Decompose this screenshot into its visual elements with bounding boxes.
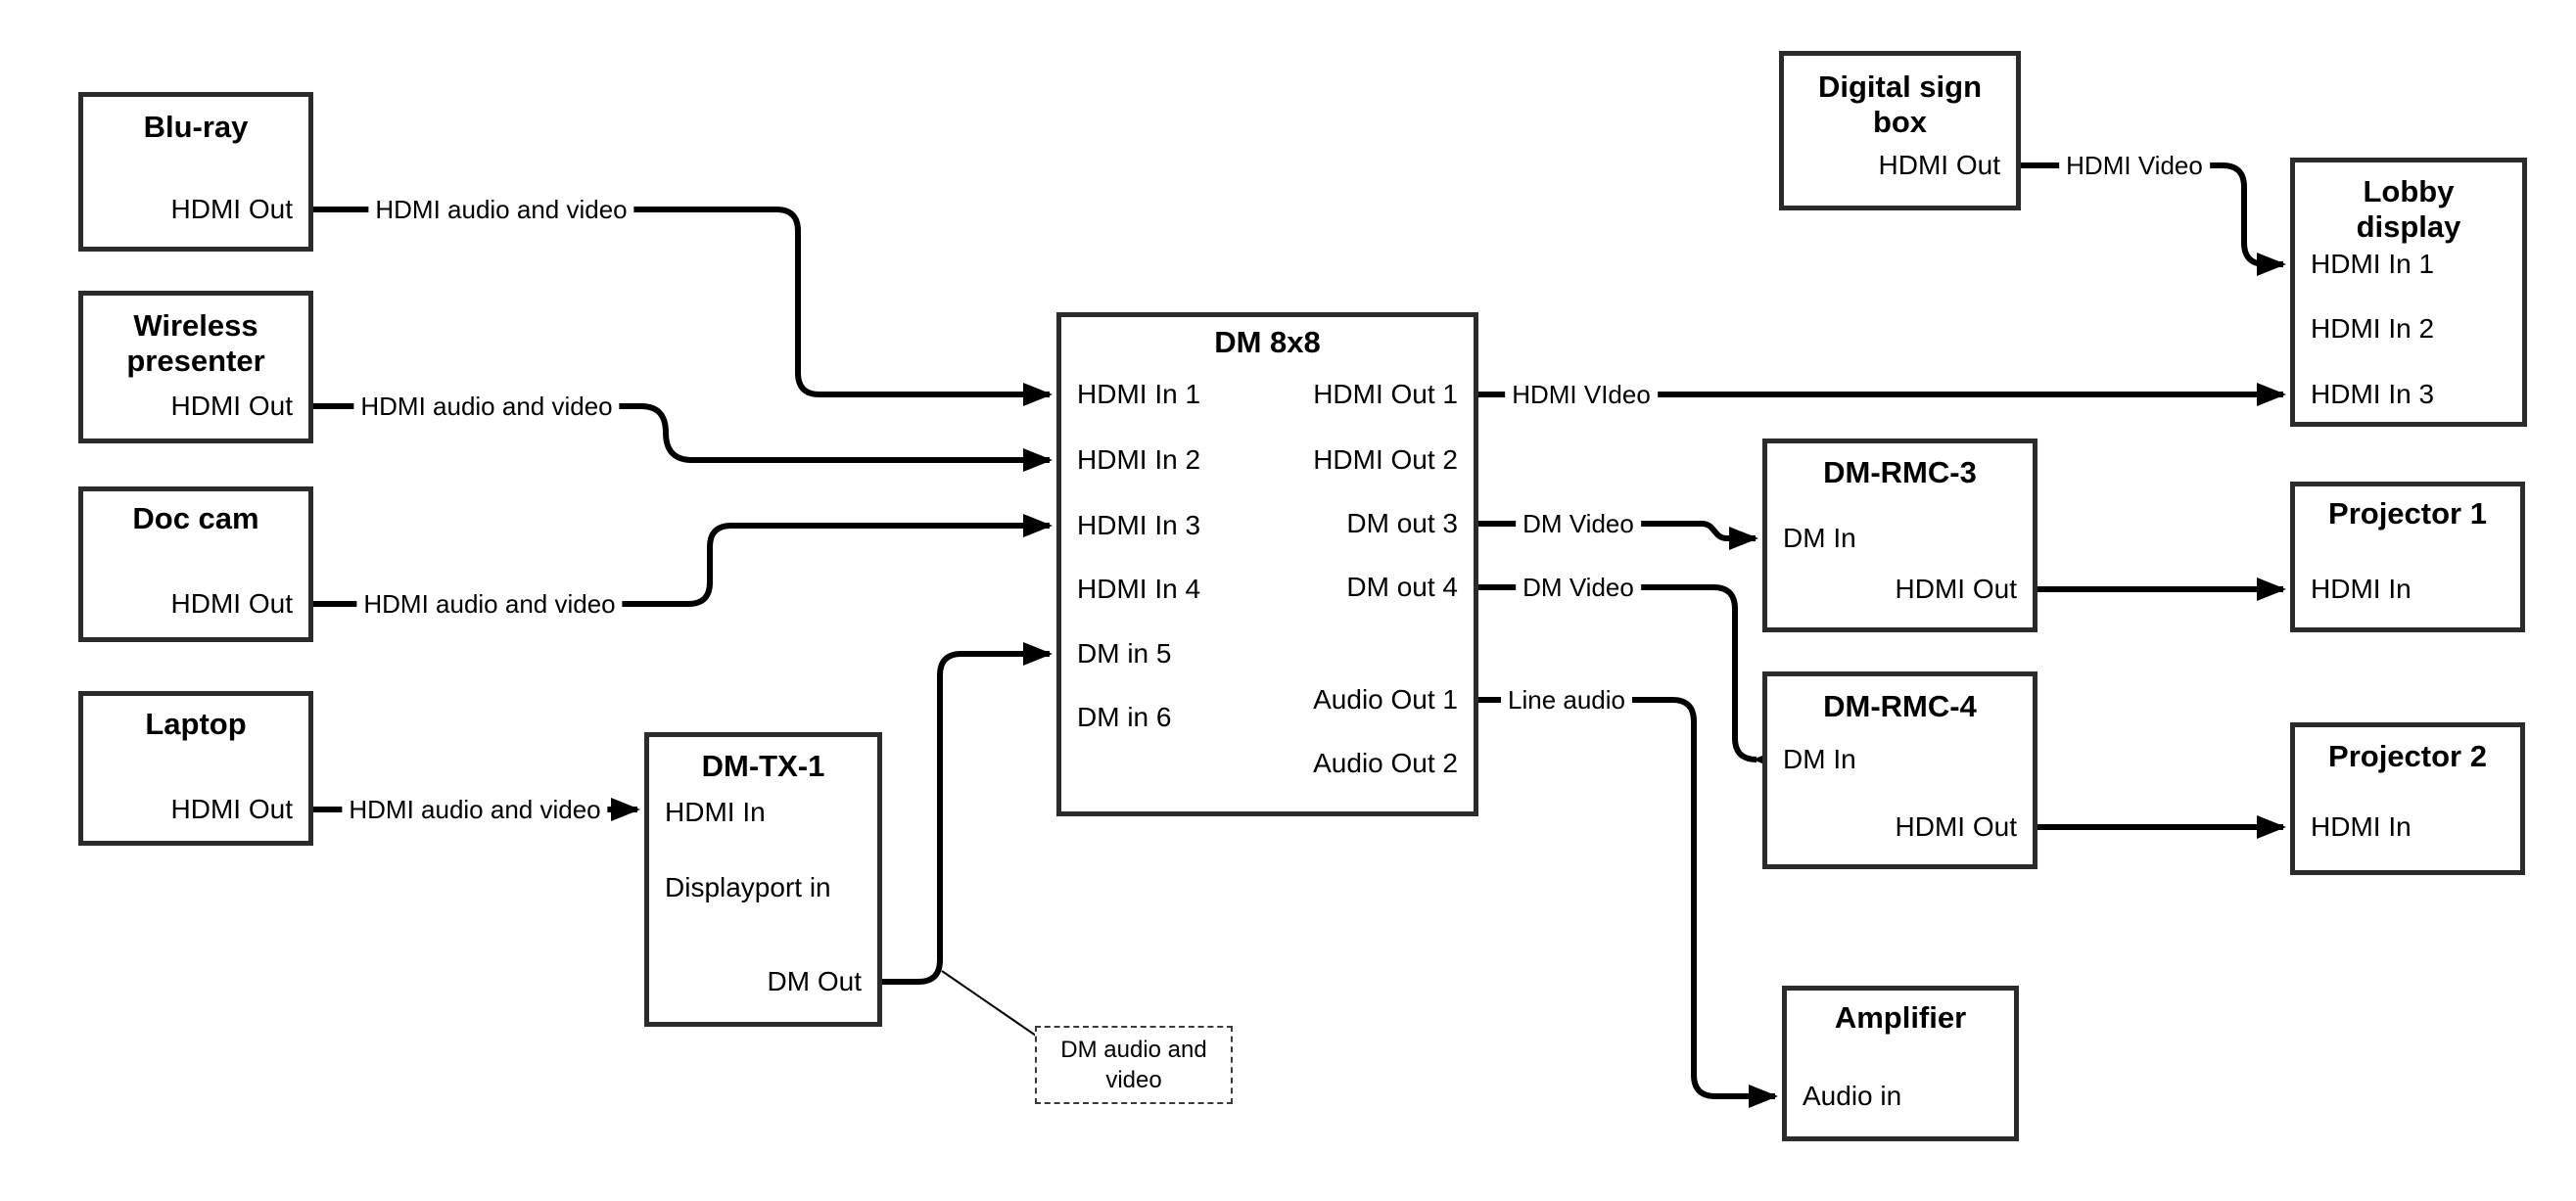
connection-label-line-audio: Line audio: [1501, 685, 1632, 715]
port-hdmi-in: HDMI In: [2311, 811, 2412, 842]
node-amplifier: Amplifier Audio in: [1782, 986, 2019, 1141]
callout-pointer-line: [941, 970, 1037, 1037]
node-dm-tx-1: DM-TX-1 HDMI In Displayport in DM Out: [644, 732, 882, 1027]
connection-label-dm-video-4: DM Video: [1516, 573, 1641, 602]
port-hdmi-in-1: HDMI In 1: [1077, 379, 1201, 409]
node-title: Doc cam: [132, 501, 259, 535]
port-hdmi-out: HDMI Out: [1895, 574, 2017, 604]
port-hdmi-out-2: HDMI Out 2: [1313, 444, 1458, 475]
connector-digitalsign-to-lobby-hdmi-in-1: [2021, 162, 2286, 276]
connector-dm8x8-dm-out-4-to-rmc4-dm-in: [1478, 584, 1782, 771]
port-dm-out: DM Out: [767, 966, 862, 996]
node-title: Laptop: [145, 707, 247, 741]
port-hdmi-in: HDMI In: [2311, 574, 2412, 604]
port-dm-in: DM In: [1783, 744, 1856, 774]
node-title: DM-TX-1: [701, 749, 825, 783]
port-dm-out-4: DM out 4: [1346, 572, 1458, 602]
node-lobby-display: Lobby display HDMI In 1 HDMI In 2 HDMI I…: [2290, 158, 2527, 427]
port-hdmi-in-1: HDMI In 1: [2311, 249, 2435, 279]
port-hdmi-in-3: HDMI In 3: [2311, 379, 2435, 409]
port-hdmi-in: HDMI In: [665, 797, 766, 827]
node-title: DM 8x8: [1214, 325, 1321, 359]
connection-label-dm-video-3: DM Video: [1516, 509, 1641, 538]
connection-label-digitalsign: HDMI Video: [2059, 151, 2210, 180]
port-hdmi-in-4: HDMI In 4: [1077, 574, 1201, 604]
port-hdmi-out: HDMI Out: [170, 391, 293, 421]
connector-doccam-to-dm8x8-hdmi-in-3: [312, 514, 1053, 607]
port-dm-in: DM In: [1783, 523, 1856, 553]
port-hdmi-in-2: HDMI In 2: [1077, 444, 1201, 475]
node-projector-2: Projector 2 HDMI In: [2290, 722, 2525, 875]
callout-dm-audio-and-video: DM audio and video: [1035, 1026, 1233, 1104]
node-bluray: Blu-ray HDMI Out: [78, 92, 313, 252]
port-hdmi-out: HDMI Out: [1878, 150, 2000, 180]
port-dm-out-3: DM out 3: [1346, 508, 1458, 538]
port-hdmi-out: HDMI Out: [170, 194, 293, 224]
port-dm-in-6: DM in 6: [1077, 702, 1172, 732]
node-dm-rmc-4: DM-RMC-4 DM In HDMI Out: [1762, 671, 2037, 869]
node-title: Amplifier: [1834, 1000, 1967, 1035]
port-audio-out-2: Audio Out 2: [1313, 748, 1458, 778]
node-title: Blu-ray: [143, 110, 249, 144]
node-doc-cam: Doc cam HDMI Out: [78, 486, 313, 642]
node-title: DM-RMC-3: [1823, 455, 1977, 489]
port-hdmi-out: HDMI Out: [170, 588, 293, 619]
port-hdmi-in-2: HDMI In 2: [2311, 313, 2435, 344]
connector-bluray-to-dm8x8-hdmi-in-1: [312, 207, 1053, 406]
connector-dm8x8-audio-out-1-to-amplifier: [1478, 697, 1778, 1108]
port-hdmi-out: HDMI Out: [1895, 811, 2017, 842]
connection-label-laptop: HDMI audio and video: [342, 795, 608, 824]
connection-label-doccam: HDMI audio and video: [356, 589, 623, 619]
node-title: DM-RMC-4: [1823, 689, 1977, 723]
node-laptop: Laptop HDMI Out: [78, 691, 313, 846]
node-projector-1: Projector 1 HDMI In: [2290, 482, 2525, 632]
node-title: Wireless presenter: [126, 308, 265, 378]
port-audio-out-1: Audio Out 1: [1313, 684, 1458, 715]
port-dm-in-5: DM in 5: [1077, 638, 1172, 669]
connection-label-wireless: HDMI audio and video: [353, 392, 620, 421]
connection-label-bluray: HDMI audio and video: [368, 195, 634, 224]
node-title: Digital sign box: [1817, 69, 1983, 139]
port-displayport-in: Displayport in: [665, 872, 831, 902]
connector-wireless-to-dm8x8-hdmi-in-2: [312, 403, 1053, 472]
connection-label-hdmi-video-lobby: HDMI VIdeo: [1505, 380, 1658, 409]
port-audio-in: Audio in: [1803, 1081, 1902, 1111]
node-title: Projector 2: [2328, 739, 2487, 773]
port-hdmi-in-3: HDMI In 3: [1077, 510, 1201, 540]
connector-dmtx1-to-dm8x8-dm-in-5: [882, 642, 1053, 985]
port-hdmi-out-1: HDMI Out 1: [1313, 379, 1458, 409]
node-dm-rmc-3: DM-RMC-3 DM In HDMI Out: [1762, 439, 2037, 632]
port-hdmi-out: HDMI Out: [170, 794, 293, 824]
node-wireless-presenter: Wireless presenter HDMI Out: [78, 291, 313, 443]
node-digital-sign-box: Digital sign box HDMI Out: [1779, 51, 2021, 210]
node-dm-8x8: DM 8x8 HDMI In 1 HDMI In 2 HDMI In 3 HDM…: [1056, 312, 1478, 816]
node-title: Projector 1: [2328, 496, 2487, 531]
connector-dm8x8-dm-out-3-to-rmc3-dm-in: [1478, 521, 1758, 550]
node-title: Lobby display: [2356, 174, 2461, 244]
